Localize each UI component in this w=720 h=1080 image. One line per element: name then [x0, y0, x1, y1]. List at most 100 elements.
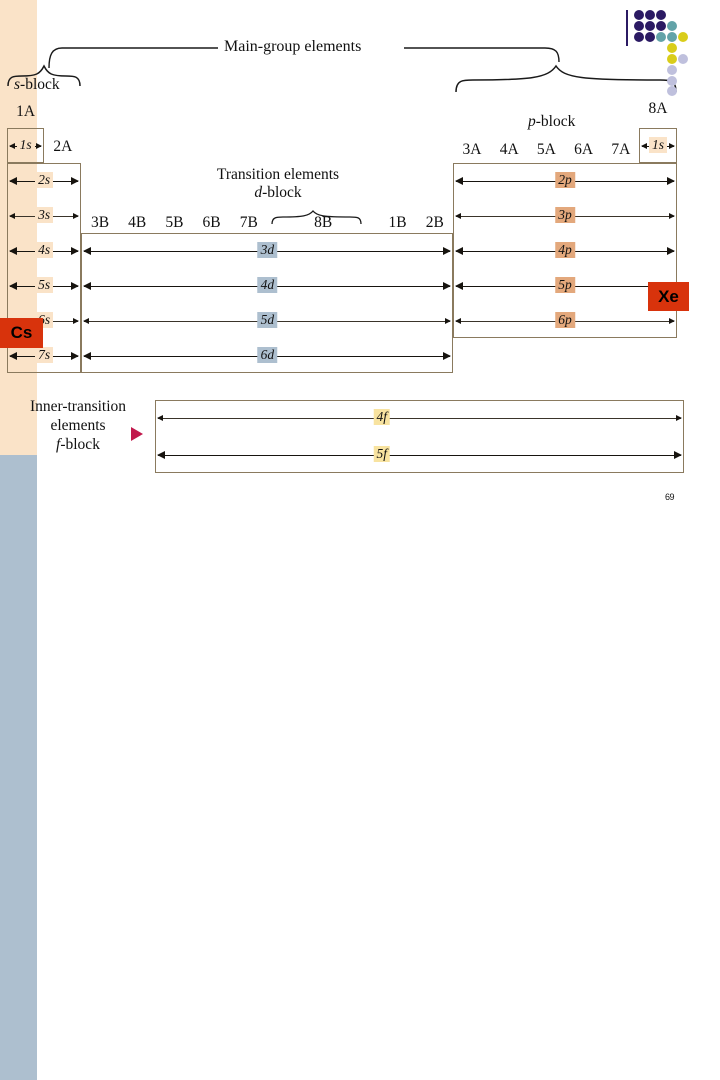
- s-block-cell: [0, 420, 38, 455]
- d-block-cell: [0, 700, 38, 735]
- group-label-1B: 1B: [388, 214, 407, 231]
- group-label-2A: 2A: [53, 138, 73, 155]
- orbital-3s-arrowhead-right: [73, 212, 80, 219]
- group-label-8A: 8A: [648, 100, 668, 117]
- group-label-4B: 4B: [128, 214, 147, 231]
- logo-dot: [634, 31, 644, 42]
- orbital-3d-arrowhead-right: [443, 246, 452, 255]
- d-block-cell: [0, 910, 38, 945]
- orbital-7s-arrowhead-left: [9, 351, 17, 360]
- orbital-4d-arrowhead-right: [443, 281, 452, 290]
- d-block-cell: [0, 980, 38, 1015]
- d-block-cell: [0, 770, 38, 805]
- orbital-helium-1s-label: 1s: [648, 136, 668, 153]
- orbital-4f-label: 4f: [373, 409, 391, 426]
- highlight-chip-xe-label: Xe: [658, 286, 679, 306]
- group-label-1A: 1A: [16, 103, 36, 120]
- orbital-2s-arrowhead-right: [71, 176, 80, 185]
- logo-dot: [666, 64, 677, 75]
- orbital-4d-label: 4d: [257, 276, 278, 293]
- highlight-chip-cs: Cs: [0, 318, 43, 348]
- main-group-elements-label: Main-group elements: [224, 38, 362, 55]
- orbital-2p-label: 2p: [555, 171, 575, 188]
- orbital-6p-arrowhead-left: [455, 317, 462, 324]
- logo-dot: [677, 31, 688, 42]
- d-block-cell: [0, 1050, 38, 1080]
- orbital-6p-arrowhead-right: [668, 317, 675, 324]
- group-label-4A: 4A: [499, 141, 519, 158]
- logo-dot: [666, 20, 677, 31]
- d-block-cell: [0, 805, 38, 840]
- logo-dot: [634, 20, 644, 31]
- orbital-5d-arrowhead-right: [445, 317, 452, 324]
- orbital-5s-arrowhead-right: [71, 281, 80, 290]
- orbital-4p-label: 4p: [555, 241, 575, 258]
- orbital-2s-arrowhead-left: [9, 176, 17, 185]
- orbital-5d-label: 5d: [257, 311, 278, 328]
- d-block-cell: [0, 630, 38, 665]
- highlight-chip-cs-label: Cs: [10, 323, 33, 342]
- orbital-6d-arrowhead-right: [443, 351, 452, 360]
- logo-dot: [666, 53, 677, 64]
- s-block-cell: [0, 385, 38, 420]
- orbital-5f-line: [158, 454, 682, 456]
- inner-transition-line1: Inner-transition: [29, 398, 127, 415]
- inner-transition-arrow-icon: [131, 427, 143, 441]
- group-label-7B: 7B: [239, 214, 258, 231]
- group-label-7A: 7A: [611, 141, 631, 158]
- transition-elements-line1: Transition elements: [216, 166, 340, 183]
- logo-dot: [666, 31, 677, 42]
- orbital-3p-arrowhead-right: [668, 212, 675, 219]
- d-block-cell: [0, 665, 38, 700]
- group-label-2B: 2B: [425, 214, 444, 231]
- orbital-5f-label: 5f: [373, 445, 391, 462]
- orbital-4f-line: [158, 418, 682, 420]
- logo-dot: [655, 10, 666, 20]
- orbital-6p-label: 6p: [555, 311, 575, 328]
- orbital-3s-arrowhead-left: [9, 212, 15, 219]
- orbital-6s-arrowhead-right: [73, 317, 80, 324]
- page-number: 69: [665, 492, 675, 502]
- periodic-table-figure: Main-group elements s-block p-block Tran…: [0, 0, 689, 1080]
- s-block-cell: [0, 0, 38, 35]
- logo-dot: [644, 20, 655, 31]
- group-label-3A: 3A: [462, 141, 482, 158]
- d-block-cell: [0, 525, 38, 560]
- orbital-2p-arrowhead-left: [455, 176, 464, 185]
- orbital-7s-label: 7s: [35, 346, 54, 363]
- orbital-3d-label: 3d: [257, 241, 278, 258]
- orbital-5p-label: 5p: [555, 276, 575, 293]
- inner-transition-line3: f-block: [56, 435, 100, 453]
- d-block-cell: [0, 840, 38, 875]
- s-block-cell: [0, 35, 38, 70]
- orbital-3d-arrowhead-left: [83, 246, 92, 255]
- orbital-7s-arrowhead-right: [71, 351, 80, 360]
- orbital-5f-arrowhead-left: [157, 450, 165, 459]
- orbital-4f-arrowhead-right: [676, 415, 683, 422]
- f-block-outline: [155, 400, 685, 473]
- group-label-5B: 5B: [165, 214, 184, 231]
- orbital-3p-arrowhead-left: [455, 212, 462, 219]
- logo-dot: [644, 31, 655, 42]
- orbital-4p-arrowhead-right: [666, 246, 675, 255]
- transition-elements-label: Transition elements d-block: [188, 166, 368, 202]
- orbital-2p-arrowhead-right: [666, 176, 675, 185]
- d-block-cell: [0, 735, 38, 770]
- orbital-4d-arrowhead-left: [83, 281, 92, 290]
- logo-bar: [626, 10, 628, 46]
- group-label-8B: 8B: [314, 214, 333, 231]
- orbital-5f-arrowhead-right: [674, 450, 683, 459]
- orbital-3s-label: 3s: [35, 206, 54, 223]
- logo-dot: [655, 20, 666, 31]
- group-label-5A: 5A: [536, 141, 556, 158]
- logo-dot: [634, 10, 644, 20]
- orbital-helium-1s-arrowhead-right: [668, 142, 675, 149]
- d-block-cell: [0, 875, 38, 910]
- orbital-5p-arrowhead-left: [455, 281, 464, 290]
- orbital-2s-label: 2s: [35, 171, 54, 188]
- inner-transition-line2: elements: [50, 416, 106, 434]
- transition-elements-line2: d-block: [254, 184, 302, 201]
- d-block-cell: [0, 455, 38, 490]
- p-block-label: p-block: [528, 113, 576, 130]
- highlight-chip-xe: Xe: [648, 282, 689, 311]
